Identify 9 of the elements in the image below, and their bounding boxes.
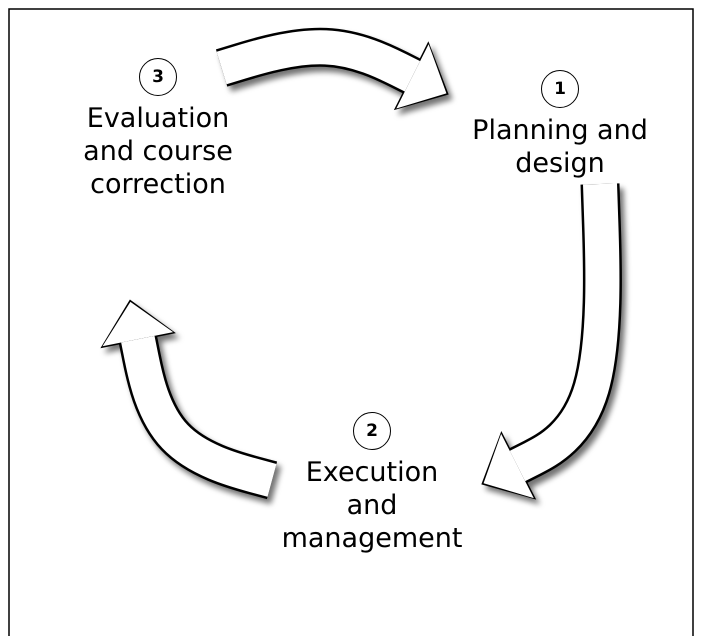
step-label: Execution and management	[280, 456, 464, 555]
step-label: Planning and design	[471, 114, 649, 180]
curved-arrow	[216, 28, 449, 110]
curved-arrow	[100, 299, 278, 500]
step-number: 3	[139, 58, 177, 96]
step-number: 2	[353, 412, 391, 450]
curved-arrow	[481, 183, 622, 500]
step-number: 1	[541, 70, 579, 108]
step-label: Evaluation and course correction	[82, 102, 234, 201]
